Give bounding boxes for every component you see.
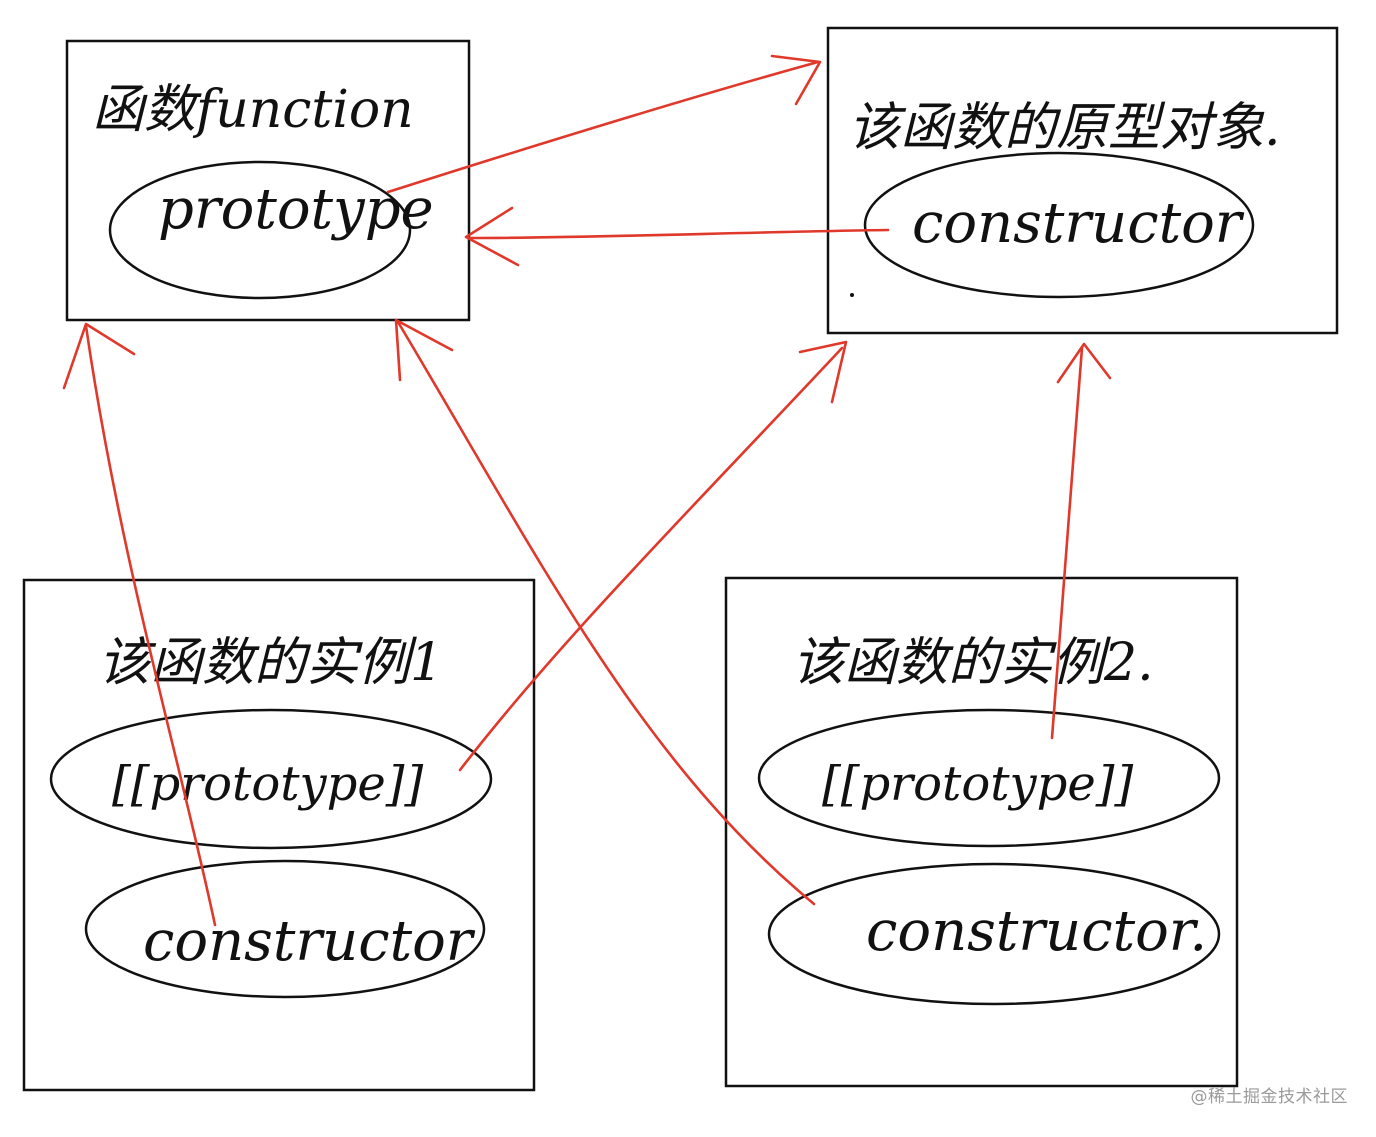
arrowhead-instance2-proto-to-prototype-object <box>1056 342 1112 384</box>
arrow-instance2-proto-to-prototype-object <box>1050 346 1084 740</box>
instance1-proto-field-label: [[prototype]] <box>112 756 423 812</box>
instance1-box-frame <box>22 578 536 1092</box>
arrowhead-prototype-to-prototype-object <box>770 54 822 106</box>
arrow-instance1-proto-to-prototype-object <box>458 346 844 772</box>
arrowhead-instance2-constructor-to-function <box>394 318 454 382</box>
instance1-constructor-field-oval <box>84 859 486 999</box>
instance2-proto-field-oval <box>757 708 1221 848</box>
arrows <box>62 54 1112 927</box>
prototype-object-box: 该函数的原型对象. constructor <box>826 26 1339 335</box>
arrow-instance1-constructor-to-function <box>84 324 217 927</box>
instance2-box-title: 该函数的实例2. <box>792 633 1154 693</box>
prototype-field-label: prototype <box>158 177 434 242</box>
function-box: 函数function prototype <box>65 39 471 322</box>
watermark: @稀土掘金技术社区 <box>1190 1087 1348 1107</box>
arrow-prototype-to-prototype-object <box>386 60 820 194</box>
instance2-constructor-field-label: constructor. <box>866 899 1207 964</box>
instance1-box: 该函数的实例1 [[prototype]] constructor <box>22 578 536 1092</box>
prototype-field-oval <box>108 160 412 300</box>
instance2-box-frame <box>724 576 1239 1088</box>
arrow-instance2-constructor-to-function <box>396 320 816 906</box>
instance2-box: 该函数的实例2. [[prototype]] constructor. <box>724 576 1239 1088</box>
prototype-object-box-frame <box>826 26 1339 335</box>
instance1-proto-field-oval <box>49 708 493 850</box>
arrowhead-constructor-to-function <box>464 206 520 267</box>
instance1-box-title: 该函数的实例1 <box>98 633 443 693</box>
constructor-field-label: constructor <box>912 191 1245 256</box>
instance2-constructor-field-oval <box>767 862 1221 1006</box>
constructor-field-oval <box>863 151 1255 299</box>
instance1-constructor-field-label: constructor <box>143 909 476 974</box>
arrowhead-instance1-constructor-to-function <box>62 322 136 390</box>
function-box-frame <box>65 39 471 322</box>
stray-dot <box>850 293 854 297</box>
function-box-title: 函数function <box>92 80 414 140</box>
arrowhead-instance1-proto-to-prototype-object <box>798 340 848 404</box>
arrow-constructor-to-function <box>468 228 890 240</box>
instance2-proto-field-label: [[prototype]] <box>822 756 1133 812</box>
prototype-object-box-title: 该函数的原型对象. <box>848 98 1281 158</box>
